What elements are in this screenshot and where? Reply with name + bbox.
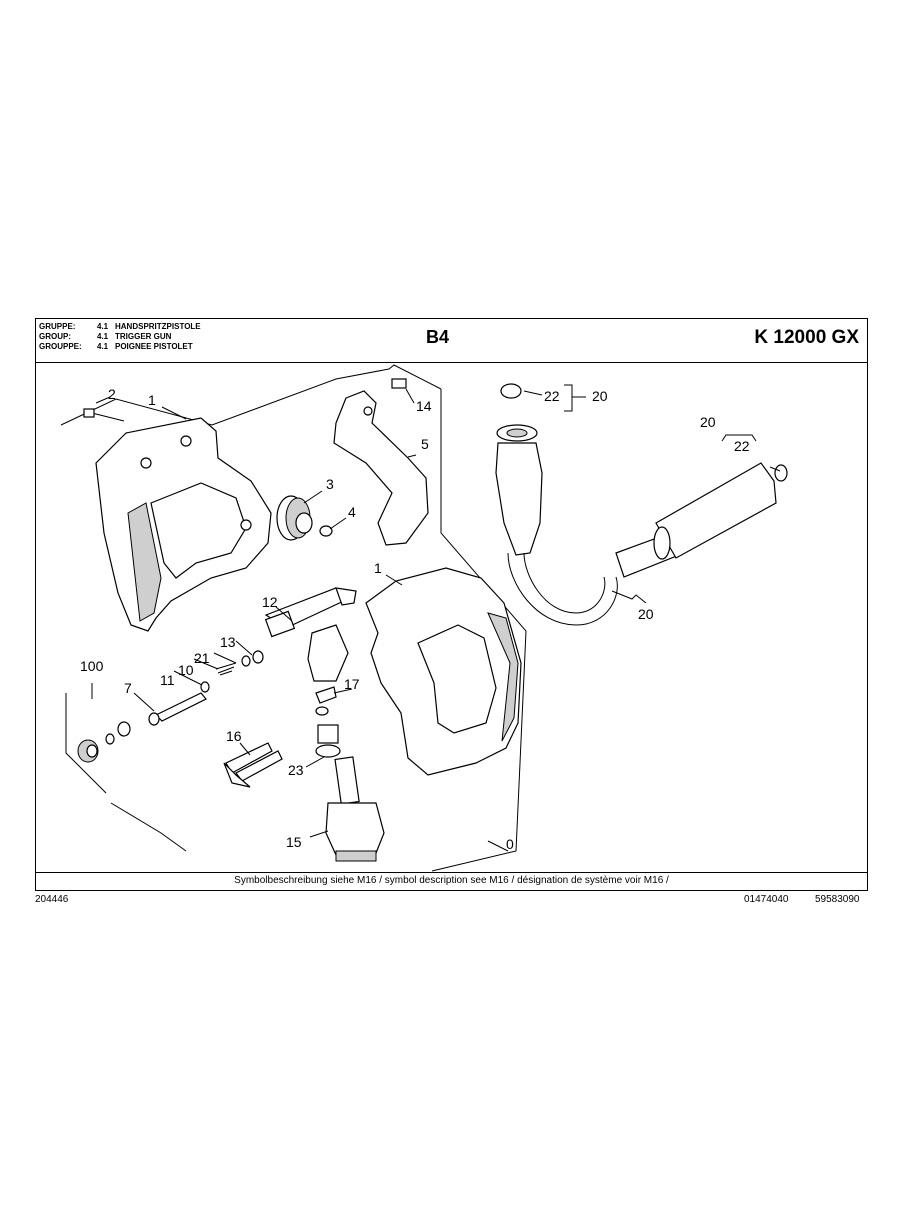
group-name: POIGNEE PISTOLET — [115, 342, 193, 351]
group-name: HANDSPRITZPISTOLE — [115, 322, 201, 331]
callout-10: 10 — [178, 662, 194, 678]
screw-part — [83, 396, 125, 422]
seal-part — [315, 706, 329, 716]
callout-20: 20 — [700, 414, 716, 430]
valve-body-part — [264, 587, 357, 682]
callout-16: 16 — [226, 728, 242, 744]
housing-right-part — [365, 567, 522, 776]
footer-note: Symbolbeschreibung siehe M16 / symbol de… — [36, 872, 867, 890]
group-key: GRUPPE: — [39, 322, 76, 331]
callout-14: 14 — [416, 398, 432, 414]
callout-1: 1 — [374, 560, 382, 576]
callout-17: 17 — [344, 676, 360, 692]
group-number: 4.1 — [97, 322, 109, 331]
group-row-fr: GROUPPE: 4.1 POIGNEE PISTOLET — [39, 342, 201, 352]
leader-lines — [91, 384, 781, 852]
swivel-coupling-part — [315, 724, 385, 862]
nut-part — [276, 495, 313, 541]
clip-part — [315, 686, 337, 704]
sheet-code: B4 — [426, 327, 450, 347]
callout-15: 15 — [286, 834, 302, 850]
o-ring-part — [319, 525, 333, 537]
callout-0: 0 — [506, 836, 514, 852]
callout-11: 11 — [160, 672, 175, 688]
callout-20: 20 — [592, 388, 608, 404]
valve-small-parts — [77, 650, 264, 763]
group-number: 4.1 — [97, 332, 109, 341]
exploded-view-drawing: 1 2 3 4 5 14 22 20 20 22 20 1 12 13 21 1… — [60, 364, 788, 872]
housing-left-part — [95, 417, 272, 632]
callout-5: 5 — [421, 436, 429, 452]
drawing-number: 204446 — [35, 894, 69, 905]
locking-pins-part — [223, 742, 283, 788]
callout-12: 12 — [262, 594, 278, 610]
callout-3: 3 — [326, 476, 334, 492]
callout-21: 21 — [194, 650, 210, 666]
model-name: K 12000 GX — [754, 327, 859, 348]
group-key: GROUPPE: — [39, 342, 82, 351]
pin-part — [391, 378, 407, 389]
lance-part — [495, 383, 618, 626]
group-row-en: GROUP: 4.1 TRIGGER GUN — [39, 332, 201, 342]
callout-2: 2 — [108, 386, 116, 402]
callout-4: 4 — [348, 504, 356, 520]
document-code: 59583090 — [815, 894, 860, 905]
part-code: 01474040 — [744, 894, 789, 905]
callout-100: 100 — [80, 658, 104, 674]
group-row-de: GRUPPE: 4.1 HANDSPRITZPISTOLE — [39, 322, 201, 332]
assembly-outline — [60, 364, 527, 872]
callout-numbers: 1 2 3 4 5 14 22 20 20 22 20 1 12 13 21 1… — [80, 386, 750, 852]
extension-lance-part — [615, 462, 788, 578]
callout-7: 7 — [124, 680, 132, 696]
callout-13: 13 — [220, 634, 236, 650]
group-name: TRIGGER GUN — [115, 332, 172, 341]
callout-1: 1 — [148, 392, 156, 408]
callout-22: 22 — [544, 388, 560, 404]
callout-22: 22 — [734, 438, 750, 454]
callout-20: 20 — [638, 606, 654, 622]
group-key: GROUP: — [39, 332, 71, 341]
group-number: 4.1 — [97, 342, 109, 351]
callout-23: 23 — [288, 762, 304, 778]
trigger-lever-part — [333, 390, 429, 546]
